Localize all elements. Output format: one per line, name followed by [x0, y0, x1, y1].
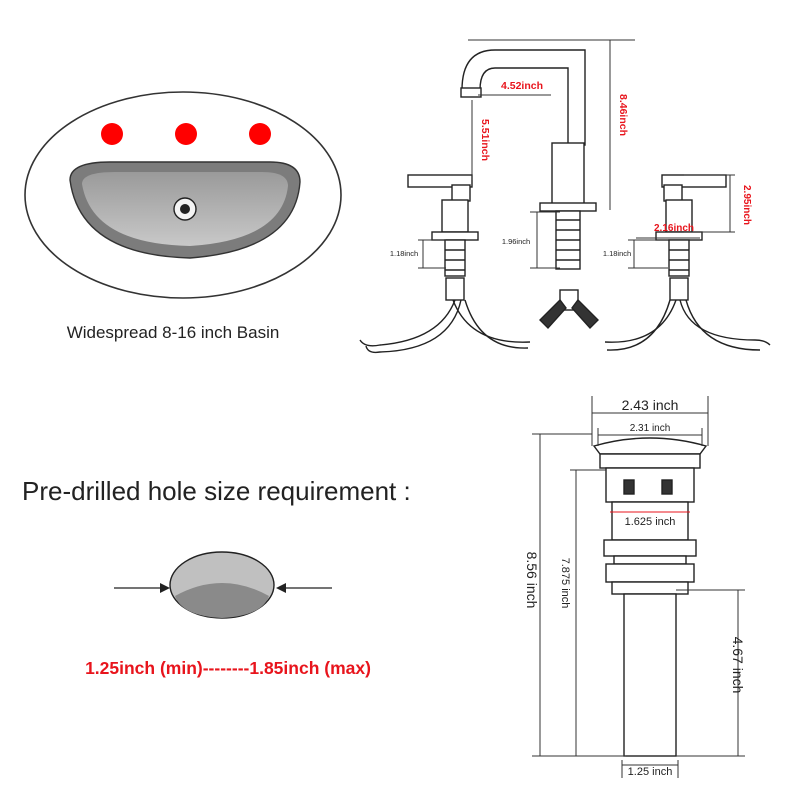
right-shank-label: 1.18inch — [603, 249, 631, 258]
arrow-right-icon — [160, 583, 170, 593]
drain-body — [611, 501, 689, 541]
left-handle-body — [441, 199, 469, 233]
basin-caption: Widespread 8-16 inch Basin — [67, 323, 280, 342]
faucet-hole-left — [101, 123, 123, 145]
drain-tail-width-label: 1.25 inch — [628, 766, 673, 778]
spout-base — [539, 202, 597, 212]
drain-tailpiece — [623, 593, 677, 757]
faucet-illustration — [359, 49, 771, 354]
spout-height-label: 5.51inch — [479, 119, 491, 161]
handle-width-label: 2.16inch — [654, 223, 694, 234]
right-hose-inner — [604, 299, 677, 343]
basin-illustration — [24, 91, 342, 299]
drain-illustration — [592, 437, 708, 757]
left-handle-lever — [407, 174, 473, 188]
spout-tip — [460, 87, 482, 98]
spout-column — [551, 142, 585, 206]
right-hose-outer — [679, 299, 771, 346]
right-connector — [669, 277, 689, 301]
faucet-hole-center — [175, 123, 197, 145]
left-connector — [445, 277, 465, 301]
drain-tail-height-label: 4.67 inch — [730, 637, 746, 694]
left-shank-label: 1.18inch — [390, 249, 418, 258]
drain-total-height-label: 8.56 inch — [524, 552, 540, 609]
left-hose-outer — [359, 299, 456, 347]
hole-title: Pre-drilled hole size requirement : — [22, 476, 411, 506]
left-shank — [444, 239, 466, 277]
center-shank-label: 1.96inch — [502, 237, 530, 246]
hole-depth — [175, 583, 269, 618]
drain-dimension-lines — [532, 396, 745, 778]
drain-body-height-label: 7.875 inch — [559, 558, 571, 609]
faucet-hole-right — [249, 123, 271, 145]
drain-body-width-label: 1.625 inch — [625, 516, 676, 528]
drain-cap — [592, 437, 708, 455]
right-shank — [668, 239, 690, 277]
drain-cap-outer-label: 2.43 inch — [622, 397, 679, 413]
left-hose-inner — [452, 299, 531, 343]
faucet-dimension-lines — [418, 39, 735, 269]
drain-cap-inner-label: 2.31 inch — [630, 423, 671, 434]
drain-nut — [605, 563, 695, 583]
hole-illustration — [114, 551, 332, 619]
basin-drain-center — [180, 204, 190, 214]
handle-height-label: 2.95inch — [741, 185, 752, 225]
spout-reach-label: 4.52inch — [501, 80, 543, 92]
total-height-label: 8.46inch — [617, 94, 629, 136]
hole-range-label: 1.25inch (min)--------1.85inch (max) — [85, 658, 371, 678]
drain-body-upper — [605, 467, 695, 503]
arrow-left-icon — [276, 583, 286, 593]
